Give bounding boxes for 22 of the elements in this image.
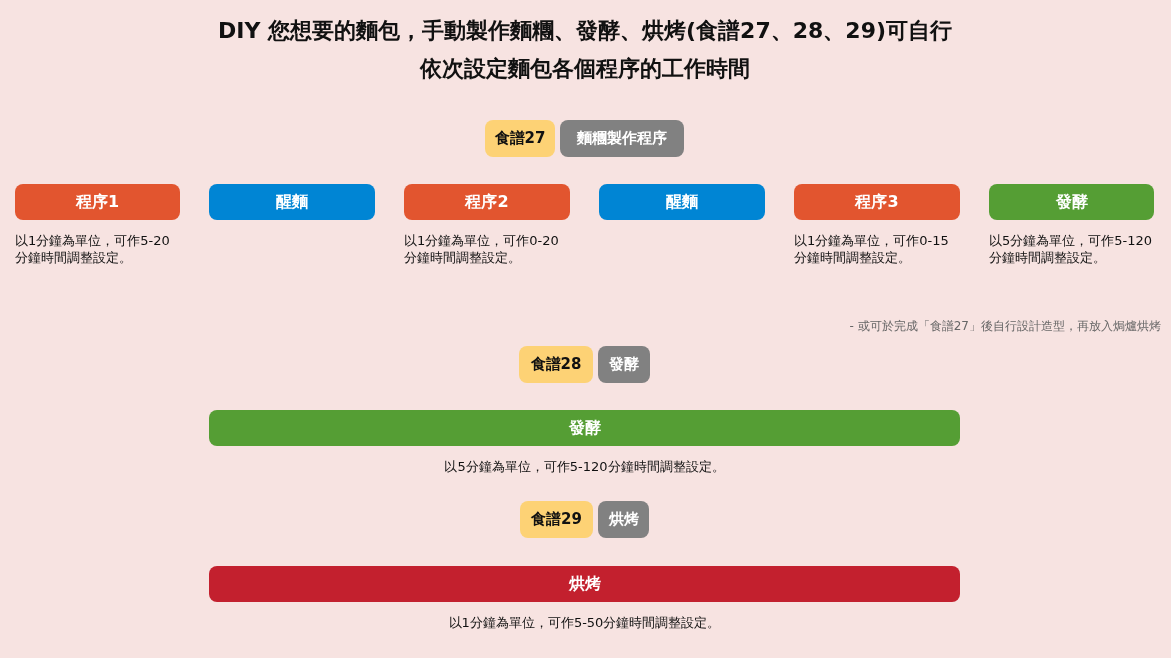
step-bar: 發酵 xyxy=(989,184,1154,220)
step-bar: 程序1 xyxy=(15,184,180,220)
step-bar: 醒麵 xyxy=(209,184,375,220)
recipe-tag: 食譜28 xyxy=(519,346,593,383)
step-description: 以5分鐘為單位，可作5-120分鐘時間調整設定。 xyxy=(443,458,726,475)
step-description: 以1分鐘為單位，可作5-50分鐘時間調整設定。 xyxy=(447,614,722,631)
step-description: 以1分鐘為單位，可作0-15分鐘時間調整設定。 xyxy=(794,232,950,266)
footnote: - 或可於完成「食譜27」後自行設計造型，再放入焗爐烘烤 xyxy=(849,318,1161,335)
recipe-tag: 食譜27 xyxy=(485,120,555,157)
category-tag: 發酵 xyxy=(598,346,650,383)
step-bar: 發酵 xyxy=(209,410,960,446)
step-description: 以1分鐘為單位，可作0-20分鐘時間調整設定。 xyxy=(404,232,560,266)
recipe-tag: 食譜29 xyxy=(520,501,593,538)
step-bar: 醒麵 xyxy=(599,184,765,220)
step-bar: 程序3 xyxy=(794,184,960,220)
category-tag: 麵糰製作程序 xyxy=(560,120,684,157)
diagram-title: DIY 您想要的麵包，手動製作麵糰、發酵、烘烤(食譜27、28、29)可自行依次設定麵包各個程序的工作時間 xyxy=(217,17,953,83)
step-description: 以1分鐘為單位，可作5-20分鐘時間調整設定。 xyxy=(15,232,171,266)
step-bar: 烘烤 xyxy=(209,566,960,602)
category-tag: 烘烤 xyxy=(598,501,649,538)
step-description: 以5分鐘為單位，可作5-120分鐘時間調整設定。 xyxy=(989,232,1154,266)
step-bar: 程序2 xyxy=(404,184,570,220)
